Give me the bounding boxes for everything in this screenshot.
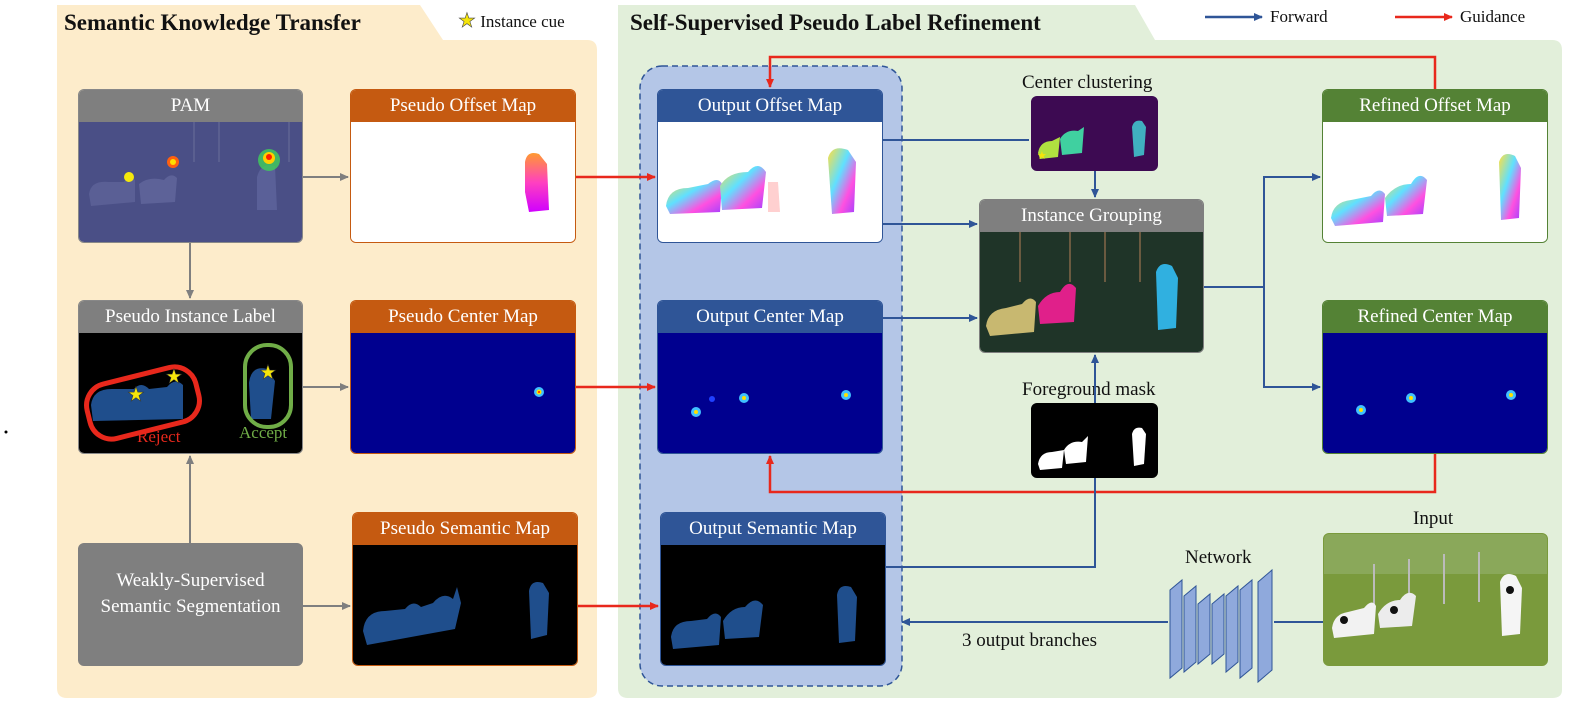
svg-text:★: ★ xyxy=(1037,150,1047,162)
refined-center-map-box: Refined Center Map xyxy=(1322,300,1548,454)
center-clustering-illustration: ★ xyxy=(1037,120,1146,162)
pseudo-offset-map-box: Pseudo Offset Map xyxy=(350,89,576,243)
center-clustering-image: ★ xyxy=(1031,96,1158,171)
instance-grouping-box: Instance Grouping xyxy=(979,199,1204,353)
instance-grouping-image xyxy=(980,232,1203,352)
output-offset-map-image xyxy=(658,122,882,242)
pseudo-offset-illustration xyxy=(525,153,549,212)
pseudo-center-map-box: Pseudo Center Map xyxy=(350,300,576,454)
network-label: Network xyxy=(1185,547,1252,568)
pam-box: PAM xyxy=(78,89,303,243)
output-semantic-map-image xyxy=(661,545,885,665)
svg-text:★: ★ xyxy=(259,362,277,384)
pseudo-center-illustration xyxy=(534,387,544,397)
instance-label-illustration: ★ ★ ★ xyxy=(84,343,293,442)
output-center-map-image xyxy=(658,333,882,453)
legend-forward: Forward xyxy=(1270,7,1328,26)
pseudo-semantic-map-header: Pseudo Semantic Map xyxy=(353,513,577,545)
pseudo-semantic-illustration xyxy=(363,582,549,645)
refined-center-map-header: Refined Center Map xyxy=(1323,301,1547,333)
output-center-map-box: Output Center Map xyxy=(657,300,883,454)
svg-text:★: ★ xyxy=(127,384,145,406)
section-title-right: Self-Supervised Pseudo Label Refinement xyxy=(630,10,1041,35)
pseudo-offset-map-image xyxy=(351,122,575,242)
foreground-mask-label: Foreground mask xyxy=(1022,379,1156,400)
pam-image xyxy=(79,122,302,242)
center-clustering-label: Center clustering xyxy=(1022,72,1153,93)
pseudo-instance-label-image: ★ ★ ★ Reject Accept xyxy=(79,333,302,453)
pseudo-center-map-header: Pseudo Center Map xyxy=(351,301,575,333)
output-branches-label: 3 output branches xyxy=(962,630,1098,651)
pseudo-instance-label-box: Pseudo Instance Label ★ ★ ★ Reject Accep… xyxy=(78,300,303,454)
pseudo-instance-label-header: Pseudo Instance Label xyxy=(79,301,302,333)
output-center-map-header: Output Center Map xyxy=(658,301,882,333)
output-offset-map-box: Output Offset Map xyxy=(657,89,883,243)
legend-guidance: Guidance xyxy=(1460,7,1526,26)
star-icon: ★ xyxy=(458,10,477,33)
pseudo-semantic-map-image xyxy=(353,545,577,665)
output-center-illustration xyxy=(691,390,851,417)
pam-header: PAM xyxy=(79,90,302,122)
output-offset-map-header: Output Offset Map xyxy=(658,90,882,122)
refined-center-map-image xyxy=(1323,333,1547,453)
output-semantic-map-header: Output Semantic Map xyxy=(661,513,885,545)
reject-label: Reject xyxy=(137,427,181,446)
legend-instance-cue: ★ Instance cue xyxy=(458,10,565,33)
foreground-mask-image xyxy=(1031,403,1158,478)
pseudo-center-map-image xyxy=(351,333,575,453)
output-offset-illustration xyxy=(666,148,856,214)
accept-label: Accept xyxy=(239,423,288,442)
refined-offset-map-image xyxy=(1323,122,1547,242)
refined-offset-map-header: Refined Offset Map xyxy=(1323,90,1547,122)
output-semantic-illustration xyxy=(671,586,857,649)
svg-text:★: ★ xyxy=(165,366,183,388)
input-image xyxy=(1323,533,1548,666)
pseudo-semantic-map-box: Pseudo Semantic Map xyxy=(352,512,578,666)
wsss-label: Weakly-Supervised Semantic Segmentation xyxy=(100,570,281,617)
refined-offset-map-box: Refined Offset Map xyxy=(1322,89,1548,243)
input-label: Input xyxy=(1413,508,1454,529)
instance-grouping-header: Instance Grouping xyxy=(980,200,1203,232)
pam-heatmap-icon xyxy=(89,122,290,210)
instance-grouping-illustration xyxy=(986,232,1178,336)
section-title-left: Semantic Knowledge Transfer xyxy=(64,10,361,35)
output-semantic-map-box: Output Semantic Map xyxy=(660,512,886,666)
foreground-mask-illustration xyxy=(1038,427,1146,470)
refined-offset-illustration xyxy=(1331,154,1521,226)
wsss-box: Weakly-Supervised Semantic Segmentation xyxy=(78,543,303,666)
refined-center-illustration xyxy=(1356,390,1516,415)
input-photo-illustration xyxy=(1324,534,1547,638)
pseudo-offset-map-header: Pseudo Offset Map xyxy=(351,90,575,122)
